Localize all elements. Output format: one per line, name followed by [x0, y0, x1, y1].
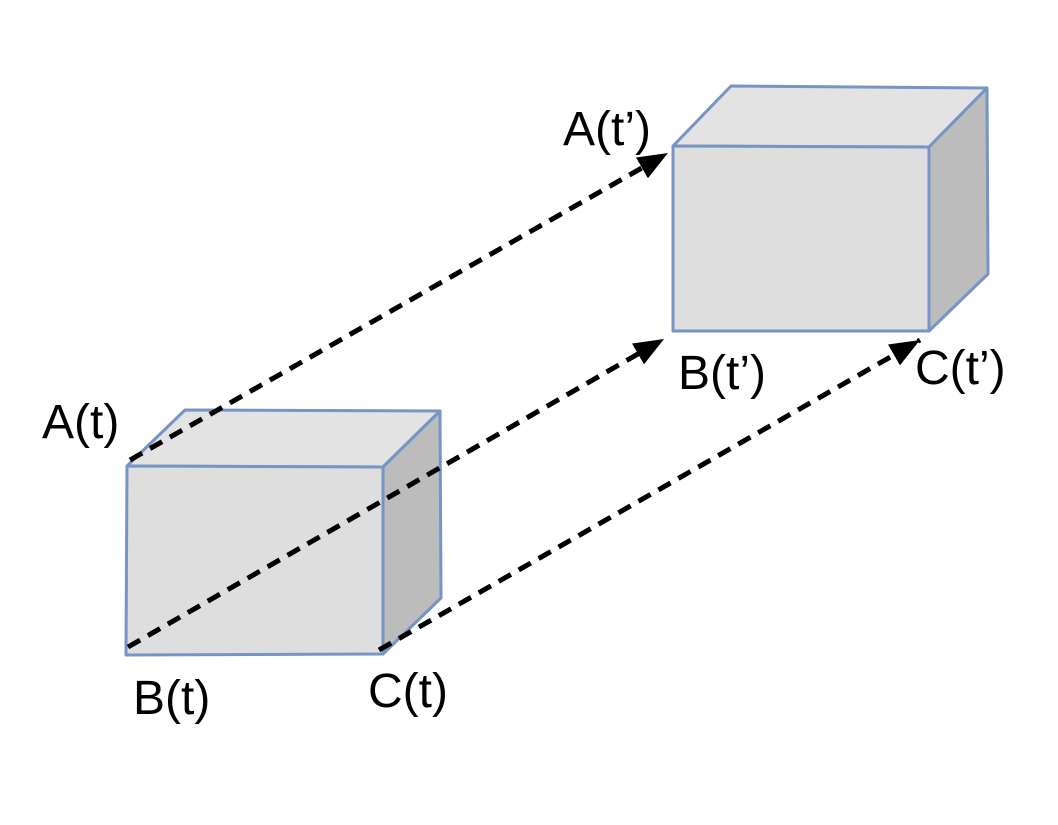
label-c-t: C(t) [368, 665, 448, 718]
cuboid-tprime-front-face [671, 144, 931, 333]
label-b-t-prime: B(t’) [678, 347, 766, 400]
arrow-b-to-b-prime [126, 336, 666, 650]
arrow-c-to-c-prime [377, 337, 922, 653]
label-c-t-prime: C(t’) [915, 342, 1006, 395]
cuboid-t-front-face [124, 464, 385, 657]
label-a-t: A(t) [42, 396, 120, 449]
arrow-a-to-a-prime [128, 150, 670, 463]
translation-arrows [126, 150, 922, 653]
label-a-t-prime: A(t’) [563, 103, 651, 156]
cuboid-time-t [124, 408, 443, 657]
label-b-t: B(t) [133, 672, 211, 725]
cuboid-time-t-prime [671, 84, 990, 333]
